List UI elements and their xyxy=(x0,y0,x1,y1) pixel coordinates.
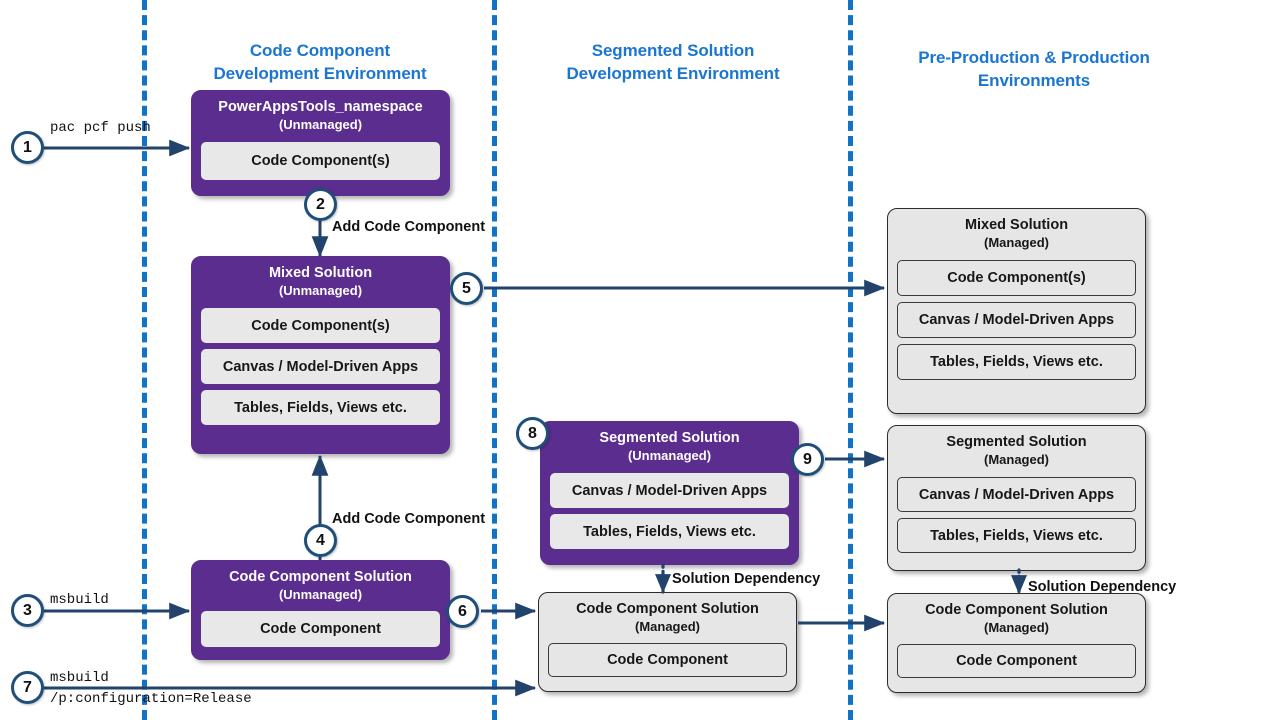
box-title: Code Component Solution (Managed) xyxy=(539,593,796,635)
chip-code-components[interactable]: Code Component(s) xyxy=(201,308,440,343)
box-subtitle: (Managed) xyxy=(984,235,1049,250)
box-subtitle: (Managed) xyxy=(635,619,700,634)
chip-canvas-model-driven-apps[interactable]: Canvas / Model-Driven Apps xyxy=(897,302,1136,338)
step-marker-5[interactable]: 5 xyxy=(450,272,483,305)
chip-code-component[interactable]: Code Component xyxy=(897,644,1136,678)
box-code-component-solution-managed-right[interactable]: Code Component Solution (Managed) Code C… xyxy=(887,593,1146,693)
box-title-text: Segmented Solution xyxy=(946,434,1087,450)
box-powerappstools-namespace[interactable]: PowerAppsTools_namespace (Unmanaged) Cod… xyxy=(191,90,450,196)
box-title-text: Code Component Solution xyxy=(925,602,1108,618)
lane-title-line1: Segmented Solution xyxy=(591,41,755,60)
box-subtitle: (Unmanaged) xyxy=(278,117,363,132)
box-title-text: Segmented Solution xyxy=(599,430,740,446)
lane-title-segmented-solution-dev: Segmented Solution Development Environme… xyxy=(520,39,826,85)
box-subtitle: (Managed) xyxy=(984,452,1049,467)
box-title-text: PowerAppsTools_namespace xyxy=(218,99,423,115)
chip-canvas-model-driven-apps[interactable]: Canvas / Model-Driven Apps xyxy=(550,473,789,508)
command-pac-pcf-push: pac pcf push xyxy=(50,120,151,136)
lane-title-line2: Environments xyxy=(977,71,1091,90)
lane-divider-3 xyxy=(848,0,853,720)
label-solution-dependency-mid: Solution Dependency xyxy=(672,571,821,587)
lane-title-code-component-dev: Code Component Development Environment xyxy=(170,39,470,85)
chip-tables-fields-views[interactable]: Tables, Fields, Views etc. xyxy=(897,344,1136,380)
lane-title-line2: Development Environment xyxy=(213,64,427,83)
command-msbuild-release-line1: msbuild xyxy=(50,670,109,686)
step-marker-6[interactable]: 6 xyxy=(446,595,479,628)
box-mixed-solution-unmanaged[interactable]: Mixed Solution (Unmanaged) Code Componen… xyxy=(191,256,450,454)
box-segmented-solution-managed[interactable]: Segmented Solution (Managed) Canvas / Mo… xyxy=(887,425,1146,571)
label-solution-dependency-right: Solution Dependency xyxy=(1028,579,1177,595)
box-title: Code Component Solution (Managed) xyxy=(888,594,1145,636)
step-marker-7[interactable]: 7 xyxy=(11,671,44,704)
box-title: PowerAppsTools_namespace (Unmanaged) xyxy=(192,91,449,133)
label-add-code-component-bottom: Add Code Component xyxy=(332,511,486,527)
step-marker-4[interactable]: 4 xyxy=(304,524,337,557)
step-marker-9[interactable]: 9 xyxy=(791,443,824,476)
box-title: Segmented Solution (Managed) xyxy=(888,426,1145,468)
step-marker-2[interactable]: 2 xyxy=(304,188,337,221)
box-title-text: Code Component Solution xyxy=(576,601,759,617)
step-marker-8[interactable]: 8 xyxy=(516,417,549,450)
chip-canvas-model-driven-apps[interactable]: Canvas / Model-Driven Apps xyxy=(897,477,1136,512)
lane-title-line2: Development Environment xyxy=(566,64,780,83)
box-code-component-solution-managed-mid[interactable]: Code Component Solution (Managed) Code C… xyxy=(538,592,797,692)
chip-canvas-model-driven-apps[interactable]: Canvas / Model-Driven Apps xyxy=(201,349,440,384)
chip-code-components[interactable]: Code Component(s) xyxy=(201,142,440,180)
command-msbuild-release-line2: /p:configuration=Release xyxy=(50,691,252,707)
lane-title-line1: Code Component xyxy=(249,41,391,60)
box-subtitle: (Unmanaged) xyxy=(627,448,712,463)
box-title-text: Mixed Solution xyxy=(964,217,1069,233)
chip-code-component[interactable]: Code Component xyxy=(548,643,787,677)
chip-tables-fields-views[interactable]: Tables, Fields, Views etc. xyxy=(897,518,1136,553)
box-subtitle: (Unmanaged) xyxy=(278,587,363,602)
chip-tables-fields-views[interactable]: Tables, Fields, Views etc. xyxy=(550,514,789,549)
box-title: Code Component Solution (Unmanaged) xyxy=(192,561,449,603)
box-mixed-solution-managed[interactable]: Mixed Solution (Managed) Code Component(… xyxy=(887,208,1146,414)
lane-divider-1 xyxy=(142,0,147,720)
box-subtitle: (Managed) xyxy=(984,620,1049,635)
box-subtitle: (Unmanaged) xyxy=(278,283,363,298)
chip-tables-fields-views[interactable]: Tables, Fields, Views etc. xyxy=(201,390,440,425)
box-title: Mixed Solution (Managed) xyxy=(888,209,1145,251)
step-marker-1[interactable]: 1 xyxy=(11,131,44,164)
box-title-text: Code Component Solution xyxy=(229,569,412,585)
box-title: Mixed Solution (Unmanaged) xyxy=(192,257,449,299)
box-title-text: Mixed Solution xyxy=(268,265,373,281)
command-msbuild: msbuild xyxy=(50,592,109,608)
box-segmented-solution-unmanaged[interactable]: Segmented Solution (Unmanaged) Canvas / … xyxy=(540,421,799,565)
chip-code-components[interactable]: Code Component(s) xyxy=(897,260,1136,296)
box-code-component-solution-unmanaged[interactable]: Code Component Solution (Unmanaged) Code… xyxy=(191,560,450,660)
chip-code-component[interactable]: Code Component xyxy=(201,611,440,647)
label-add-code-component-top: Add Code Component xyxy=(332,219,486,235)
lane-title-preprod-production: Pre-Production & Production Environments xyxy=(872,46,1196,92)
box-title: Segmented Solution (Unmanaged) xyxy=(541,422,798,464)
step-marker-3[interactable]: 3 xyxy=(11,594,44,627)
lane-title-line1: Pre-Production & Production xyxy=(918,48,1150,67)
lane-divider-2 xyxy=(492,0,497,720)
